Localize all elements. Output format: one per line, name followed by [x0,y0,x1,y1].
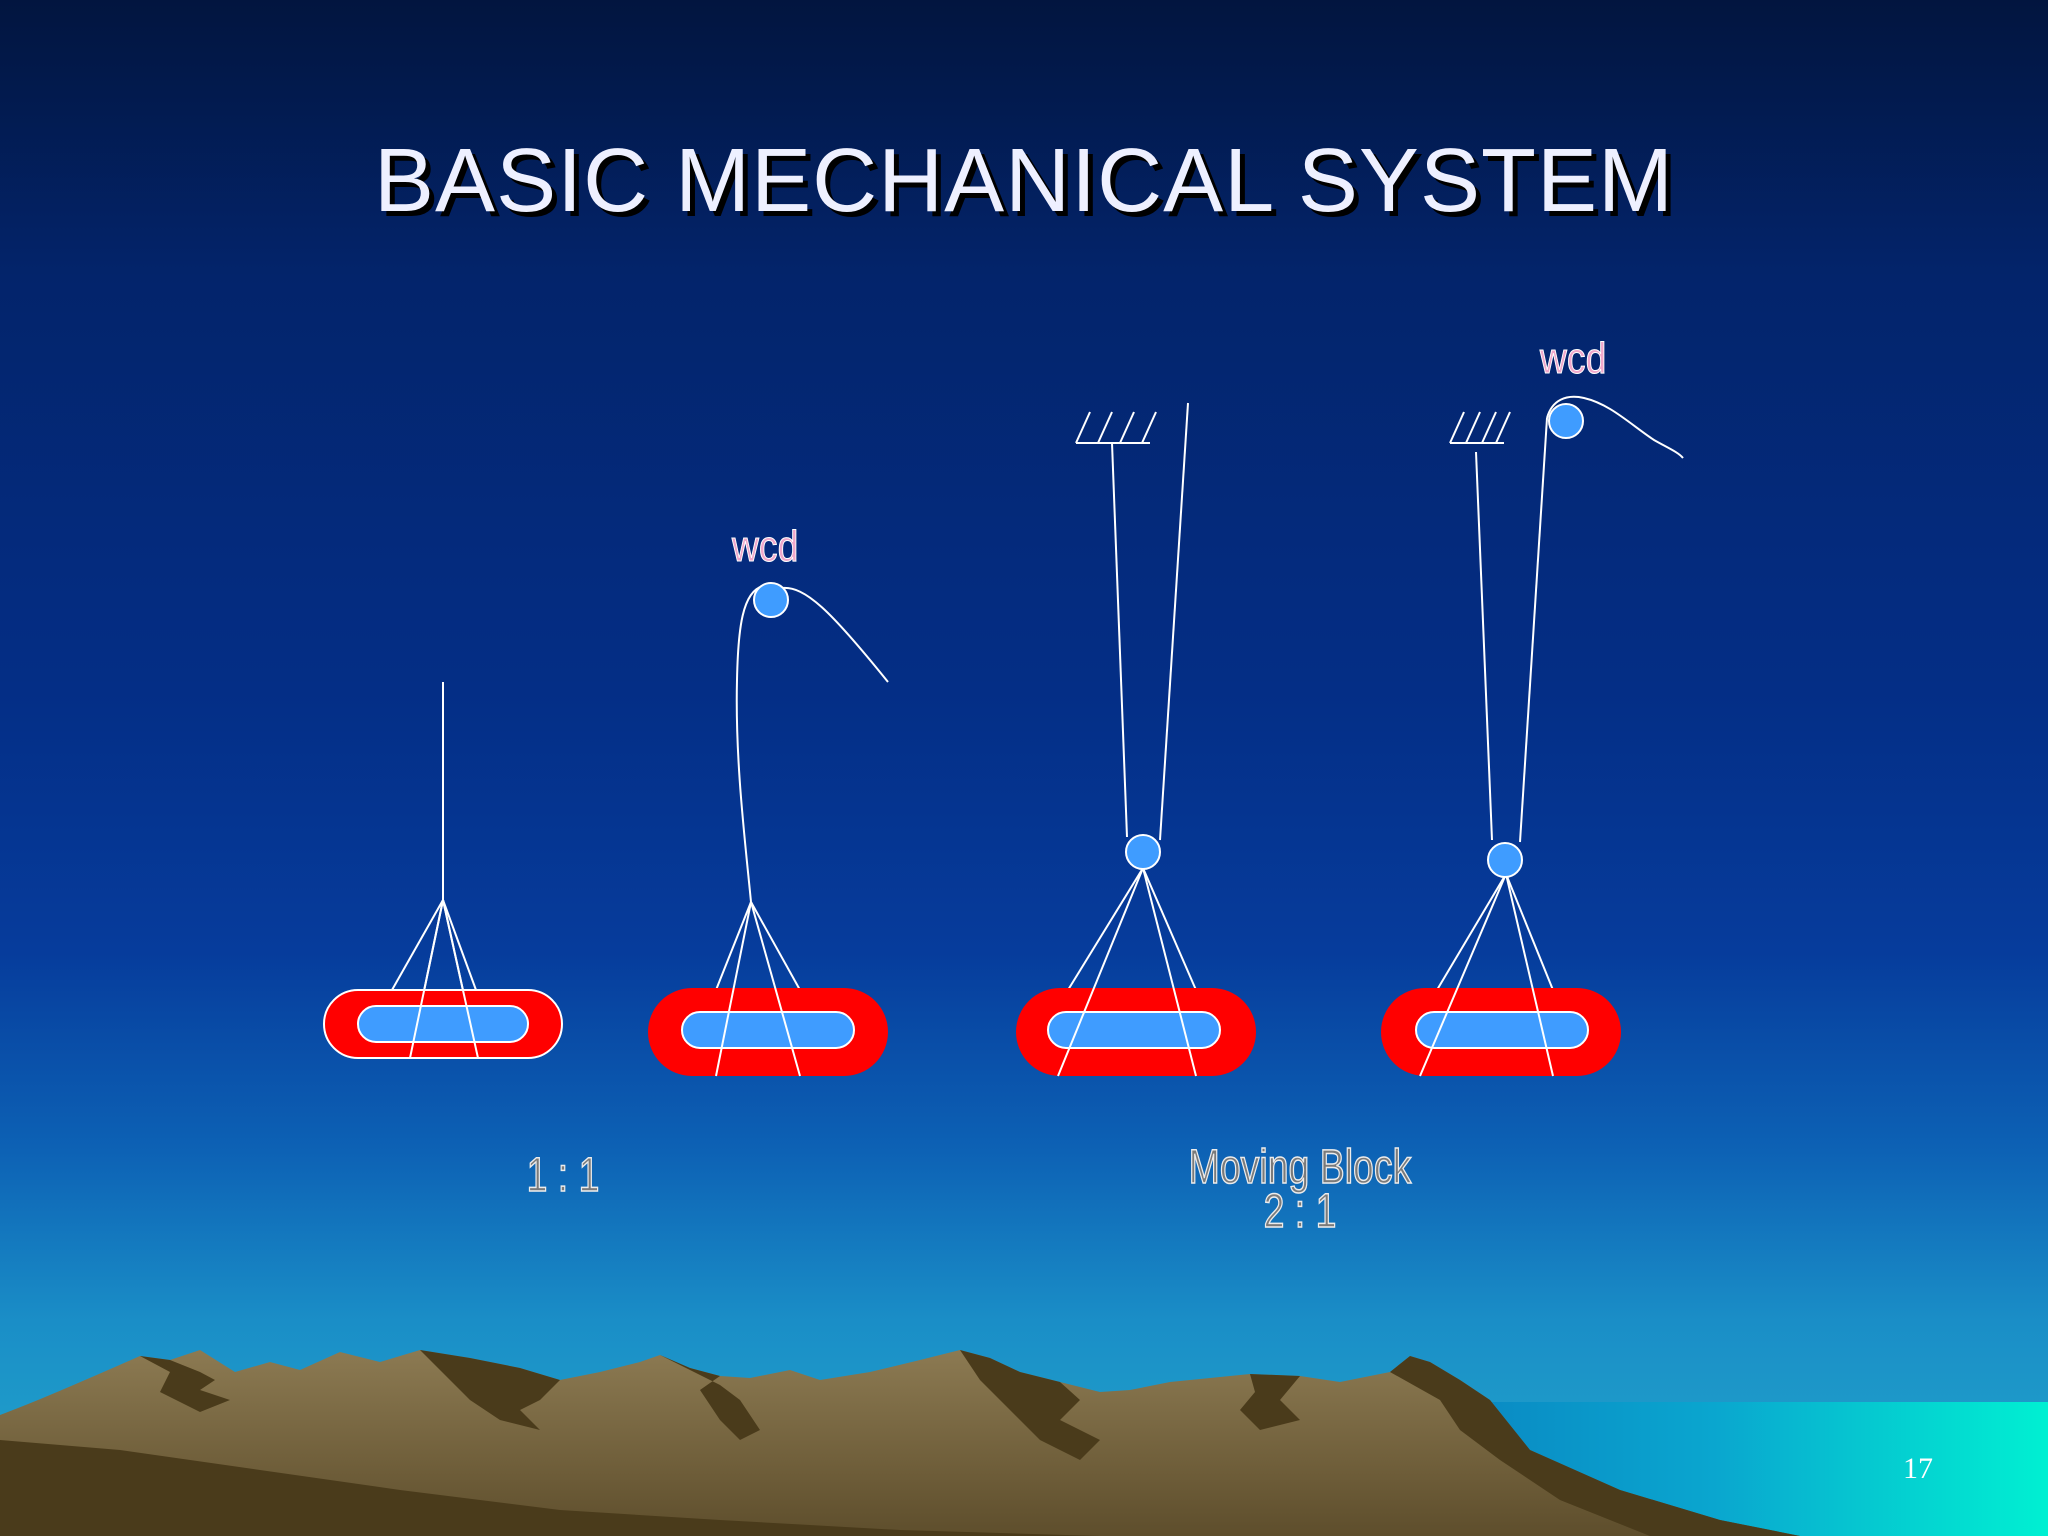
load [1016,988,1256,1076]
moving-block-caption: Moving Block 2 : 1 [1175,1141,1425,1238]
fixed-anchor [1075,411,1157,444]
sling-legs [1067,867,1197,991]
wcd-sheave [1548,403,1584,439]
sling-legs-front [715,901,801,1077]
sling-legs-front [409,899,479,1059]
system-2-to-1-moving-block [1016,402,1256,1077]
moving-block-label: Moving Block [1188,1141,1412,1194]
sling-legs [715,901,801,991]
moving-block-sheave [1125,834,1161,870]
wcd-label: wcd [1539,334,1607,384]
sling-legs-front [1419,873,1554,1077]
wcd-label: wcd [731,522,799,572]
load [1381,988,1621,1076]
sling-legs [1433,873,1554,996]
ratio-label-1-to-1: 1 : 1 [526,1149,600,1202]
sheave [753,582,789,618]
ratio-label-2-to-1: 2 : 1 [1263,1185,1337,1238]
system-1-to-1-wcd [648,582,889,1077]
rope [1111,402,1189,841]
rope [1475,395,1684,843]
fixed-anchor [1449,411,1511,444]
slide-title: BASIC MECHANICAL SYSTEM [374,131,1674,231]
sling-legs-front [1057,867,1197,1077]
system-2-to-1-wcd [1381,395,1684,1077]
system-1-to-1 [323,682,563,1059]
rope [735,585,889,903]
slide-number: 17 [1903,1452,1933,1485]
moving-block-sheave [1487,842,1523,878]
load [648,988,888,1076]
mountain-range [0,1350,1800,1536]
load [323,989,563,1059]
